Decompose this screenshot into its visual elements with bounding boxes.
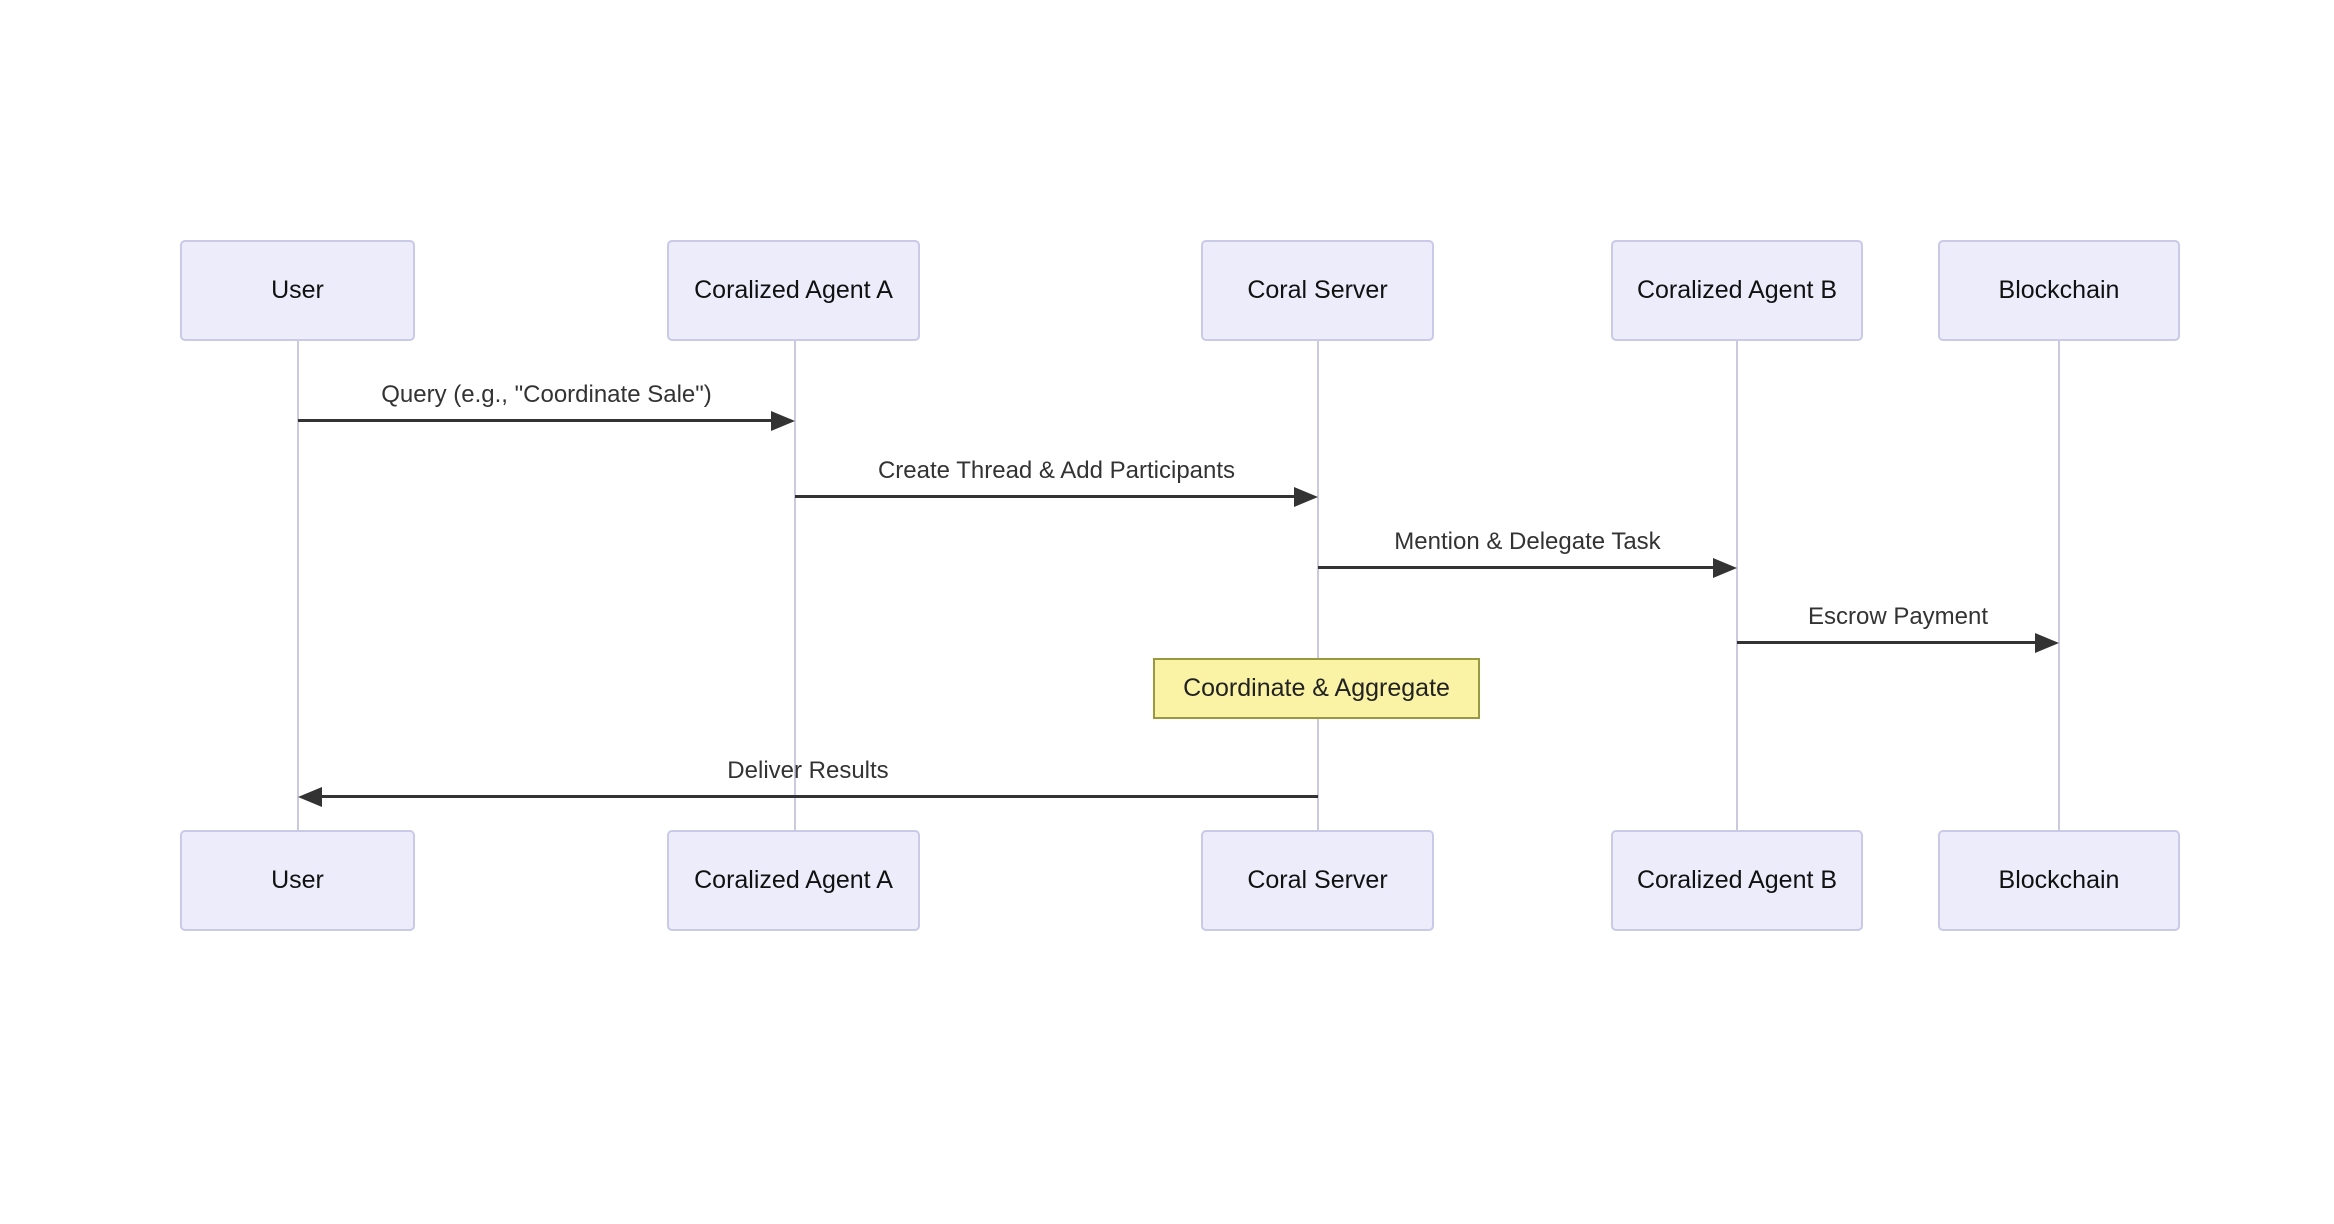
actor-box-agent-a-bottom: Coralized Agent A bbox=[667, 830, 920, 931]
actor-box-agent-b-top: Coralized Agent B bbox=[1611, 240, 1863, 341]
note-box: Coordinate & Aggregate bbox=[1153, 658, 1480, 719]
arrow-head-0 bbox=[771, 411, 795, 431]
actor-box-blockchain-top: Blockchain bbox=[1938, 240, 2180, 341]
actor-label: Blockchain bbox=[1998, 866, 2120, 894]
actor-label: User bbox=[271, 276, 324, 304]
actor-label: Coralized Agent B bbox=[1636, 866, 1838, 894]
message-label-0: Query (e.g., "Coordinate Sale") bbox=[381, 381, 712, 408]
arrow-head-3 bbox=[2035, 633, 2059, 653]
actor-label: Blockchain bbox=[1998, 276, 2120, 304]
arrow-head-2 bbox=[1713, 558, 1737, 578]
actor-label: User bbox=[271, 866, 324, 894]
note-label: Coordinate & Aggregate bbox=[1183, 674, 1450, 702]
message-line-3 bbox=[1737, 641, 2039, 644]
message-label-4: Deliver Results bbox=[727, 757, 889, 784]
message-line-2 bbox=[1318, 566, 1717, 569]
actor-label: Coralized Agent A bbox=[694, 866, 893, 894]
arrow-head-4 bbox=[298, 787, 322, 807]
actor-box-blockchain-bottom: Blockchain bbox=[1938, 830, 2180, 931]
lifeline-user bbox=[297, 341, 299, 830]
lifeline-coral-server bbox=[1317, 341, 1319, 830]
message-line-1 bbox=[795, 495, 1298, 498]
actor-label: Coral Server bbox=[1247, 276, 1388, 304]
lifeline-agent-b bbox=[1736, 341, 1738, 830]
actor-box-user-bottom: User bbox=[180, 830, 415, 931]
actor-label: Coralized Agent B bbox=[1636, 276, 1838, 304]
actor-box-coral-server-top: Coral Server bbox=[1201, 240, 1434, 341]
lifeline-agent-a bbox=[794, 341, 796, 830]
message-line-0 bbox=[298, 419, 775, 422]
actor-box-agent-b-bottom: Coralized Agent B bbox=[1611, 830, 1863, 931]
message-line-4 bbox=[318, 795, 1318, 798]
message-label-2: Mention & Delegate Task bbox=[1394, 528, 1661, 555]
arrow-head-1 bbox=[1294, 487, 1318, 507]
actor-box-coral-server-bottom: Coral Server bbox=[1201, 830, 1434, 931]
actor-box-agent-a-top: Coralized Agent A bbox=[667, 240, 920, 341]
actor-label: Coralized Agent A bbox=[694, 276, 893, 304]
actor-label: Coral Server bbox=[1247, 866, 1388, 894]
message-label-1: Create Thread & Add Participants bbox=[877, 457, 1236, 484]
actor-box-user-top: User bbox=[180, 240, 415, 341]
lifeline-blockchain bbox=[2058, 341, 2060, 830]
message-label-3: Escrow Payment bbox=[1807, 603, 1989, 630]
